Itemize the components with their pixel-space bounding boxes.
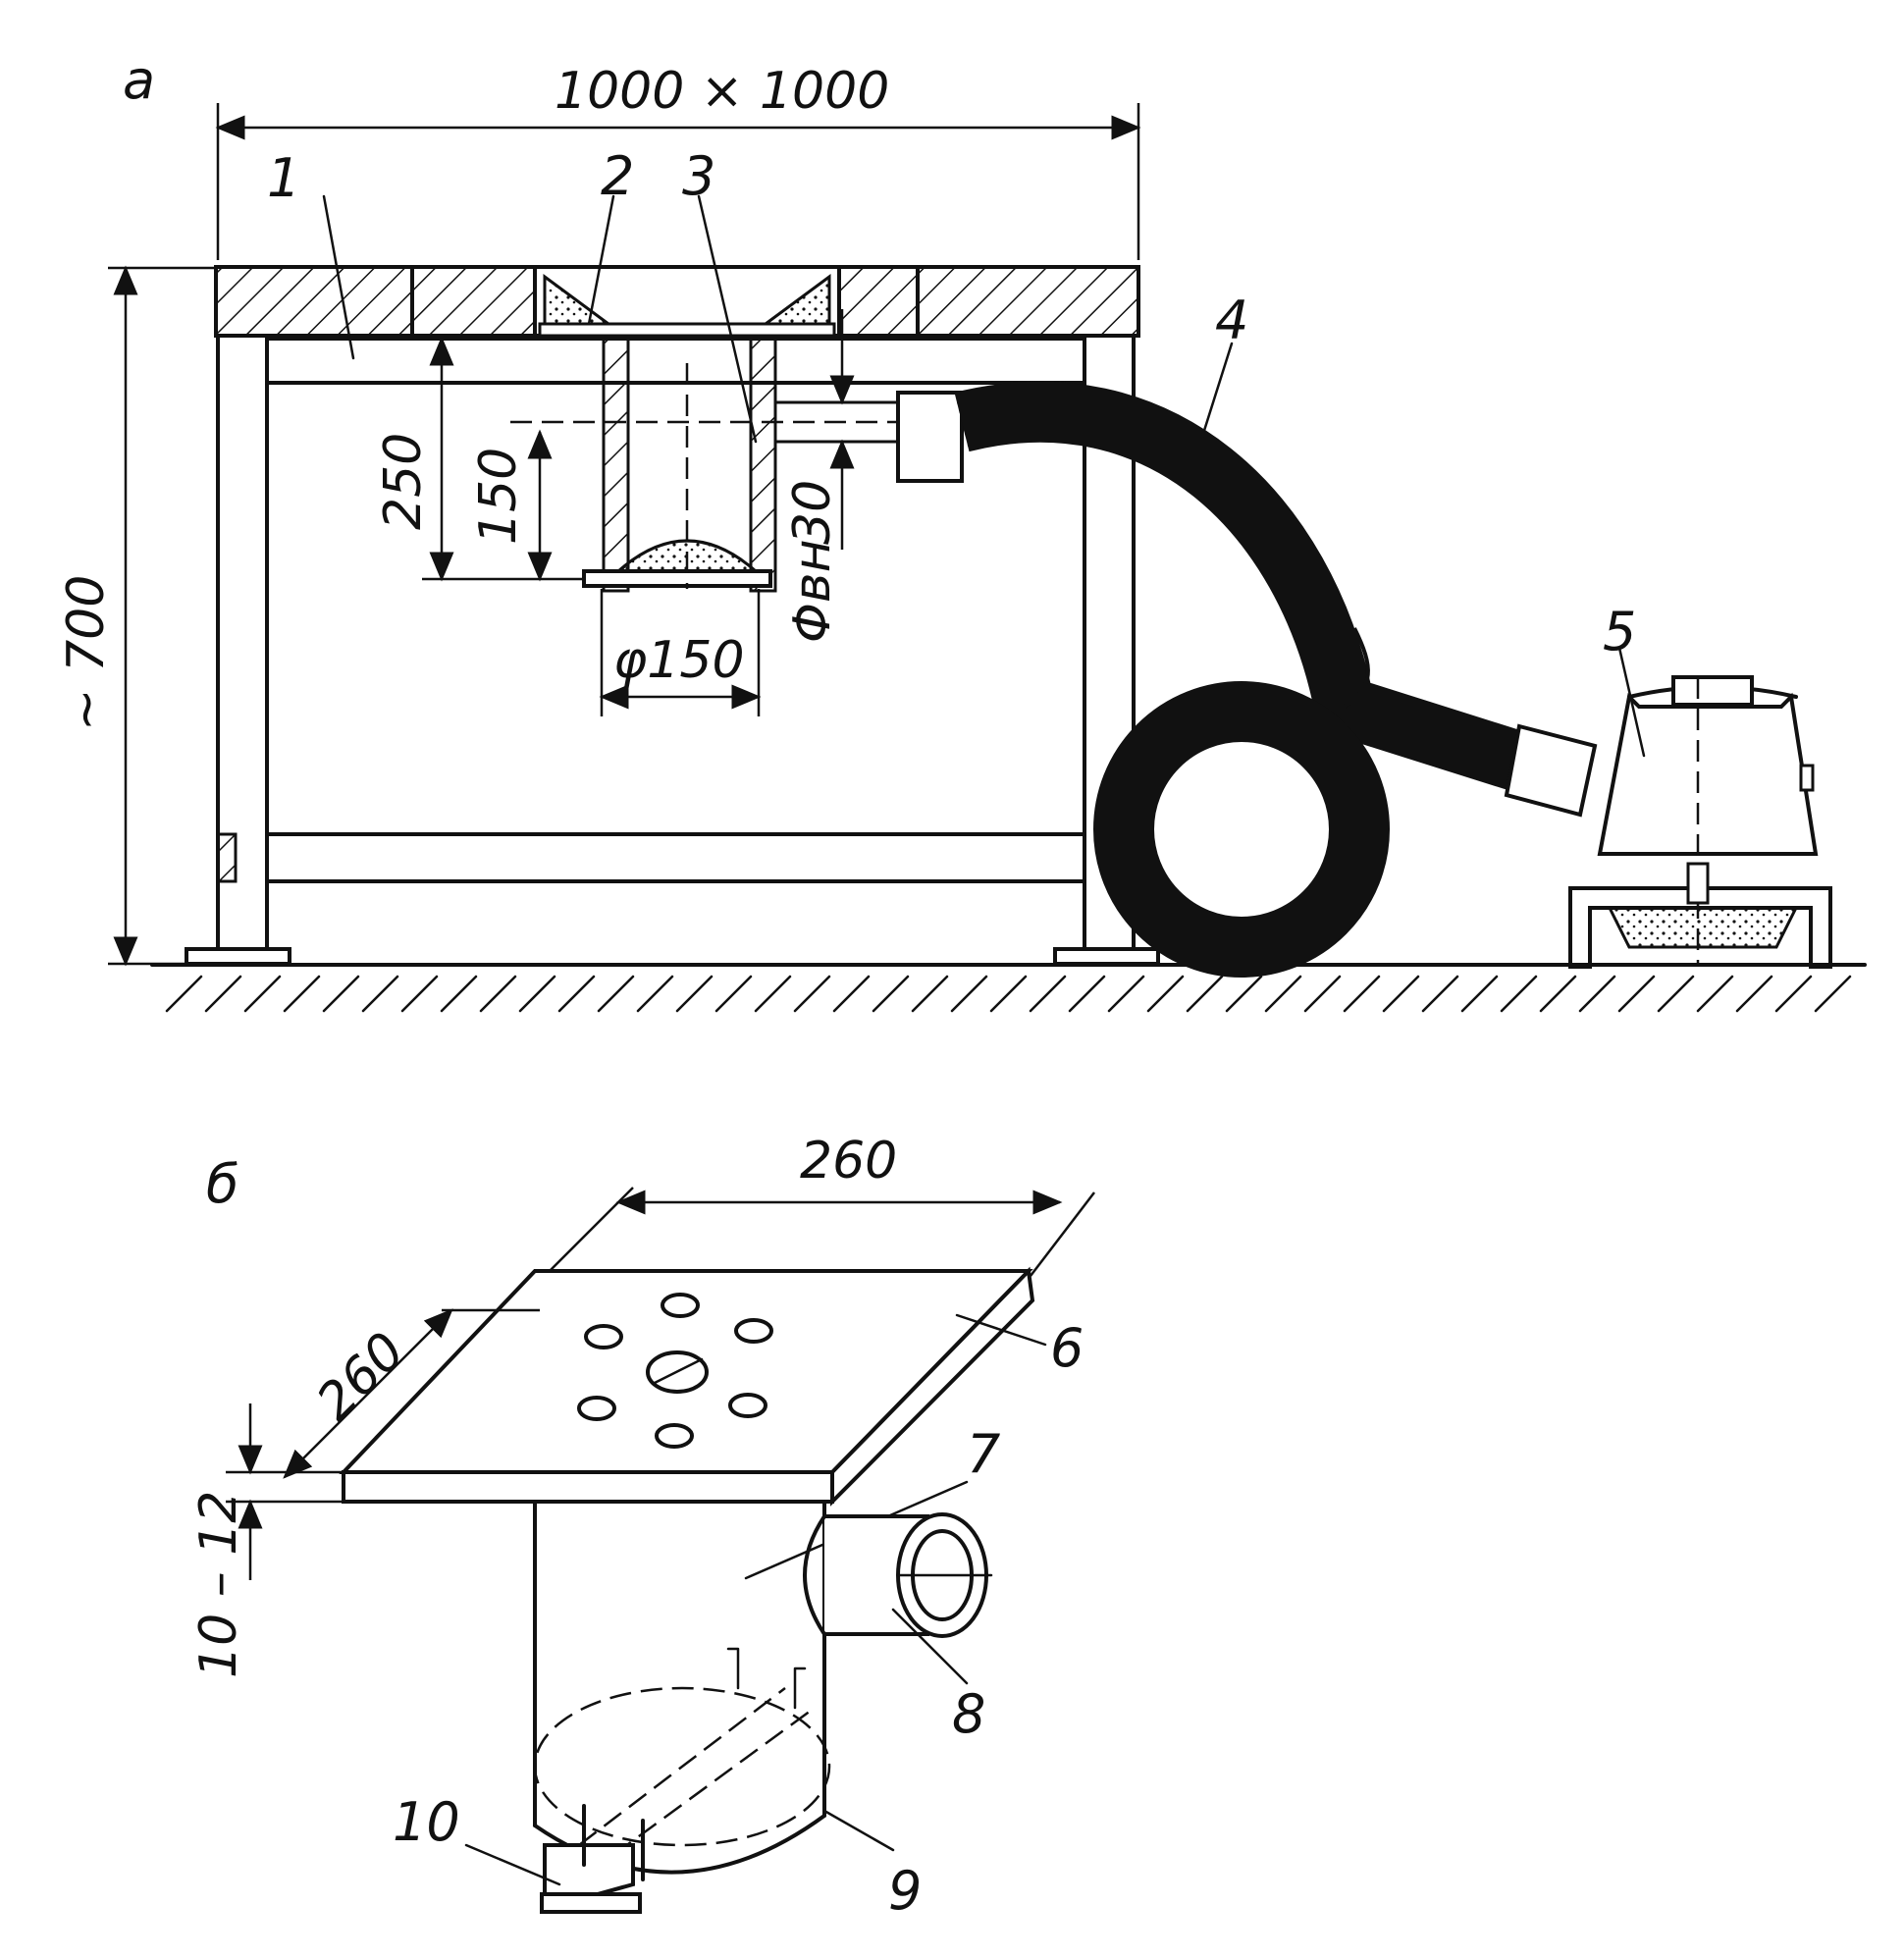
dim-150: 150 (469, 429, 553, 582)
panel-b-label: б (206, 1153, 238, 1215)
callout-8-text: 8 (952, 1683, 985, 1745)
callout-2-text: 2 (601, 145, 634, 207)
callout-10: 10 (393, 1791, 561, 1886)
callout-6-text: 6 (1050, 1317, 1084, 1379)
callout-9-text: 9 (888, 1860, 922, 1922)
dim-250: 250 (374, 336, 584, 582)
callout-5-text: 5 (1603, 601, 1636, 662)
callout-2: 2 (587, 145, 634, 326)
callout-3: 3 (682, 145, 758, 444)
dim-phi150-label: φ150 (613, 631, 745, 690)
dim-phi-vn-label: Φвн (783, 539, 842, 643)
dim-260-top: 260 (529, 1132, 1095, 1292)
plate-holes (577, 1293, 773, 1449)
callout-10-text: 10 (393, 1791, 460, 1853)
callout-4: 4 (1200, 290, 1248, 439)
dim-phi150: φ150 (599, 589, 762, 716)
ground (150, 963, 1867, 1013)
callout-6: 6 (955, 1313, 1084, 1379)
callout-4-text: 4 (1215, 290, 1248, 351)
dim-30-label: 30 (783, 480, 842, 545)
table-top (214, 265, 1140, 338)
callout-8: 8 (891, 1608, 985, 1745)
dim-inlet: 30 Φвн (783, 309, 855, 643)
hose (954, 381, 1598, 978)
burner-chamber (510, 334, 964, 593)
side-pipe (803, 1512, 993, 1638)
panel-a-label: a (123, 49, 155, 111)
dim-150-label: 150 (469, 448, 528, 545)
cylinder-body (533, 1500, 831, 1875)
callout-9: 9 (822, 1809, 922, 1922)
panel-b: б 260 6 (189, 1132, 1095, 1922)
callout-1: 1 (267, 147, 355, 360)
burner-plate (339, 1266, 1035, 1507)
dim-height-label: ~ 700 (57, 575, 116, 731)
callout-5: 5 (1603, 601, 1646, 758)
callout-1-text: 1 (267, 147, 300, 209)
blower (1568, 675, 1832, 969)
dim-10-12-label: 10 – 12 (189, 1491, 248, 1678)
dim-260-top-label: 260 (800, 1132, 897, 1191)
dim-top-width-label: 1000 × 1000 (555, 62, 889, 121)
panel-a: a 1000 × 1000 ~ 700 (57, 49, 1867, 1013)
dim-height: ~ 700 (57, 265, 216, 967)
dim-10-12: 10 – 12 (189, 1403, 344, 1678)
callout-3-text: 3 (682, 145, 715, 207)
dim-top-width: 1000 × 1000 (215, 62, 1141, 260)
dim-250-label: 250 (374, 433, 433, 530)
callout-7-text: 7 (967, 1423, 1000, 1485)
handle (540, 1804, 645, 1914)
